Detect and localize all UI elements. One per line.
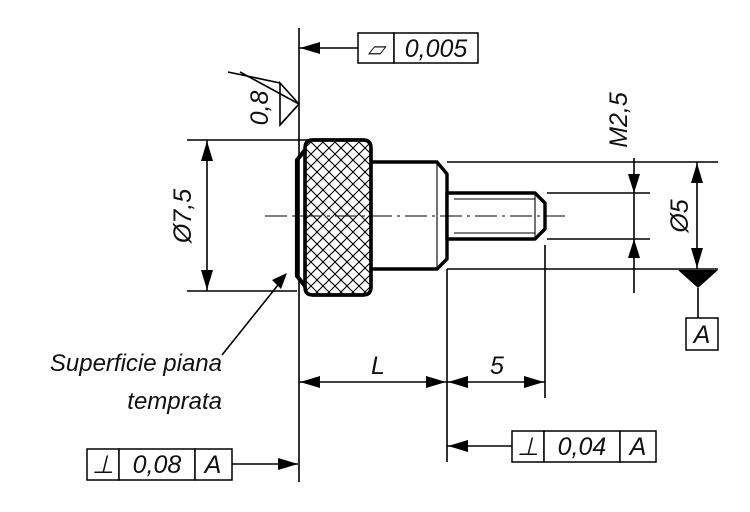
knurl-pattern <box>76 135 371 305</box>
flatness-value: 0,005 <box>405 35 468 63</box>
note-line-1: Superficie piana <box>50 350 222 377</box>
knurl-line <box>112 135 282 305</box>
datum-label: A <box>692 321 711 349</box>
thread-label: M2,5 <box>605 92 633 148</box>
dim-lengths: L 5 <box>299 245 546 462</box>
knurl-line <box>327 140 371 295</box>
head-diameter-label: Ø7,5 <box>169 189 197 244</box>
perp-shank-datum: A <box>628 433 647 461</box>
knurl-line <box>305 140 371 295</box>
knurl-line <box>305 140 371 295</box>
datum-a: A <box>678 270 719 351</box>
knurl-line <box>305 140 371 295</box>
knurl-line <box>305 140 371 295</box>
knurl-line <box>339 140 371 295</box>
perp-head-value: 0,08 <box>133 451 182 479</box>
shank-diameter-label: Ø5 <box>666 199 694 233</box>
knurl-line <box>339 140 371 295</box>
perp-shank-symbol: ⊥ <box>517 433 539 461</box>
note-line-2: temprata <box>127 388 222 415</box>
knurl-line <box>305 140 371 295</box>
roughness-value: 0,8 <box>246 91 274 126</box>
knurl-line <box>315 140 371 295</box>
knurl-line <box>305 140 355 295</box>
knurl-line <box>305 140 355 295</box>
perp-shank-callout: ⊥ 0,04 A <box>447 430 657 463</box>
part-body <box>76 135 547 305</box>
surface-note: Superficie piana temprata <box>50 273 287 415</box>
perp-head-symbol: ⊥ <box>92 451 114 479</box>
knurl-line <box>305 140 371 295</box>
length-thread-label: 5 <box>490 352 504 380</box>
knurl-line <box>76 135 246 305</box>
knurl-line <box>112 135 282 305</box>
perp-shank-value: 0,04 <box>558 433 607 461</box>
dim-head-diameter: Ø7,5 <box>169 139 312 292</box>
flatness-callout: ▱ 0,005 <box>299 32 479 64</box>
length-l-label: L <box>371 352 385 380</box>
knurl-line <box>305 140 371 295</box>
flatness-value-box <box>393 32 479 64</box>
knurl-line <box>305 140 371 295</box>
flatness-icon: ▱ <box>368 36 388 61</box>
knurl-line <box>305 140 343 295</box>
knurl-line <box>305 140 371 295</box>
knurl-line <box>305 140 367 295</box>
roughness-callout: 0,8 <box>227 71 301 128</box>
knurl-line <box>315 140 371 295</box>
dim-shank: M2,5 Ø5 <box>447 92 718 293</box>
knurl-line <box>305 140 367 295</box>
knurl-line <box>76 135 246 305</box>
perp-head-callout: ⊥ 0,08 A <box>86 448 298 481</box>
knurl-line <box>327 140 371 295</box>
head-bevel <box>294 148 307 288</box>
knurl-line <box>305 140 371 295</box>
knurl-line <box>305 140 343 295</box>
knurl-line <box>305 140 371 295</box>
knurl-line <box>305 140 371 295</box>
knurl-line <box>305 140 371 295</box>
datum-box <box>685 317 719 351</box>
perp-head-datum: A <box>203 451 222 479</box>
